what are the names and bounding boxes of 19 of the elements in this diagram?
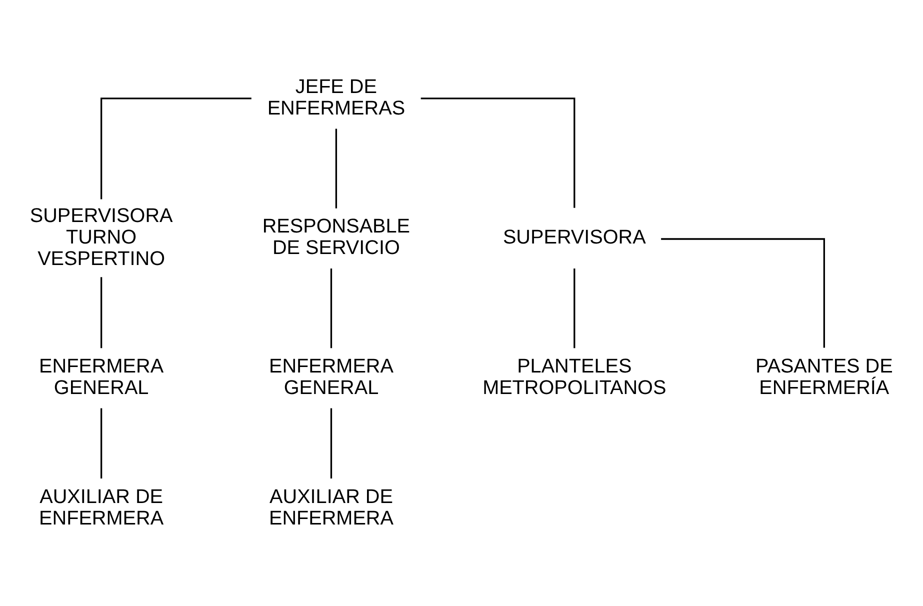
connector: [335, 128, 338, 208]
node-text: SUPERVISORA TURNO VESPERTINO: [30, 204, 173, 270]
node-text: AUXILIAR DE ENFERMERA: [268, 485, 394, 529]
connector: [330, 408, 332, 478]
node-text: ENFERMERA GENERAL: [39, 354, 164, 398]
node-text: ENFERMERA GENERAL: [268, 354, 394, 398]
node-text: SUPERVISORA: [502, 226, 646, 248]
connector: [100, 97, 252, 199]
connector: [574, 268, 576, 348]
node-text: PLANTELES METROPOLITANOS: [482, 354, 666, 398]
connector: [330, 268, 332, 348]
node-text: AUXILIAR DE ENFERMERA: [39, 485, 164, 529]
node-text: RESPONSABLE DE SERVICIO: [262, 215, 410, 259]
connector: [661, 238, 825, 348]
connector: [420, 97, 576, 208]
connector: [100, 408, 102, 478]
connector: [100, 276, 102, 348]
node-text: PASANTES DE ENFERMERÍA: [755, 354, 893, 398]
node-text: JEFE DE ENFERMERAS: [267, 75, 406, 119]
